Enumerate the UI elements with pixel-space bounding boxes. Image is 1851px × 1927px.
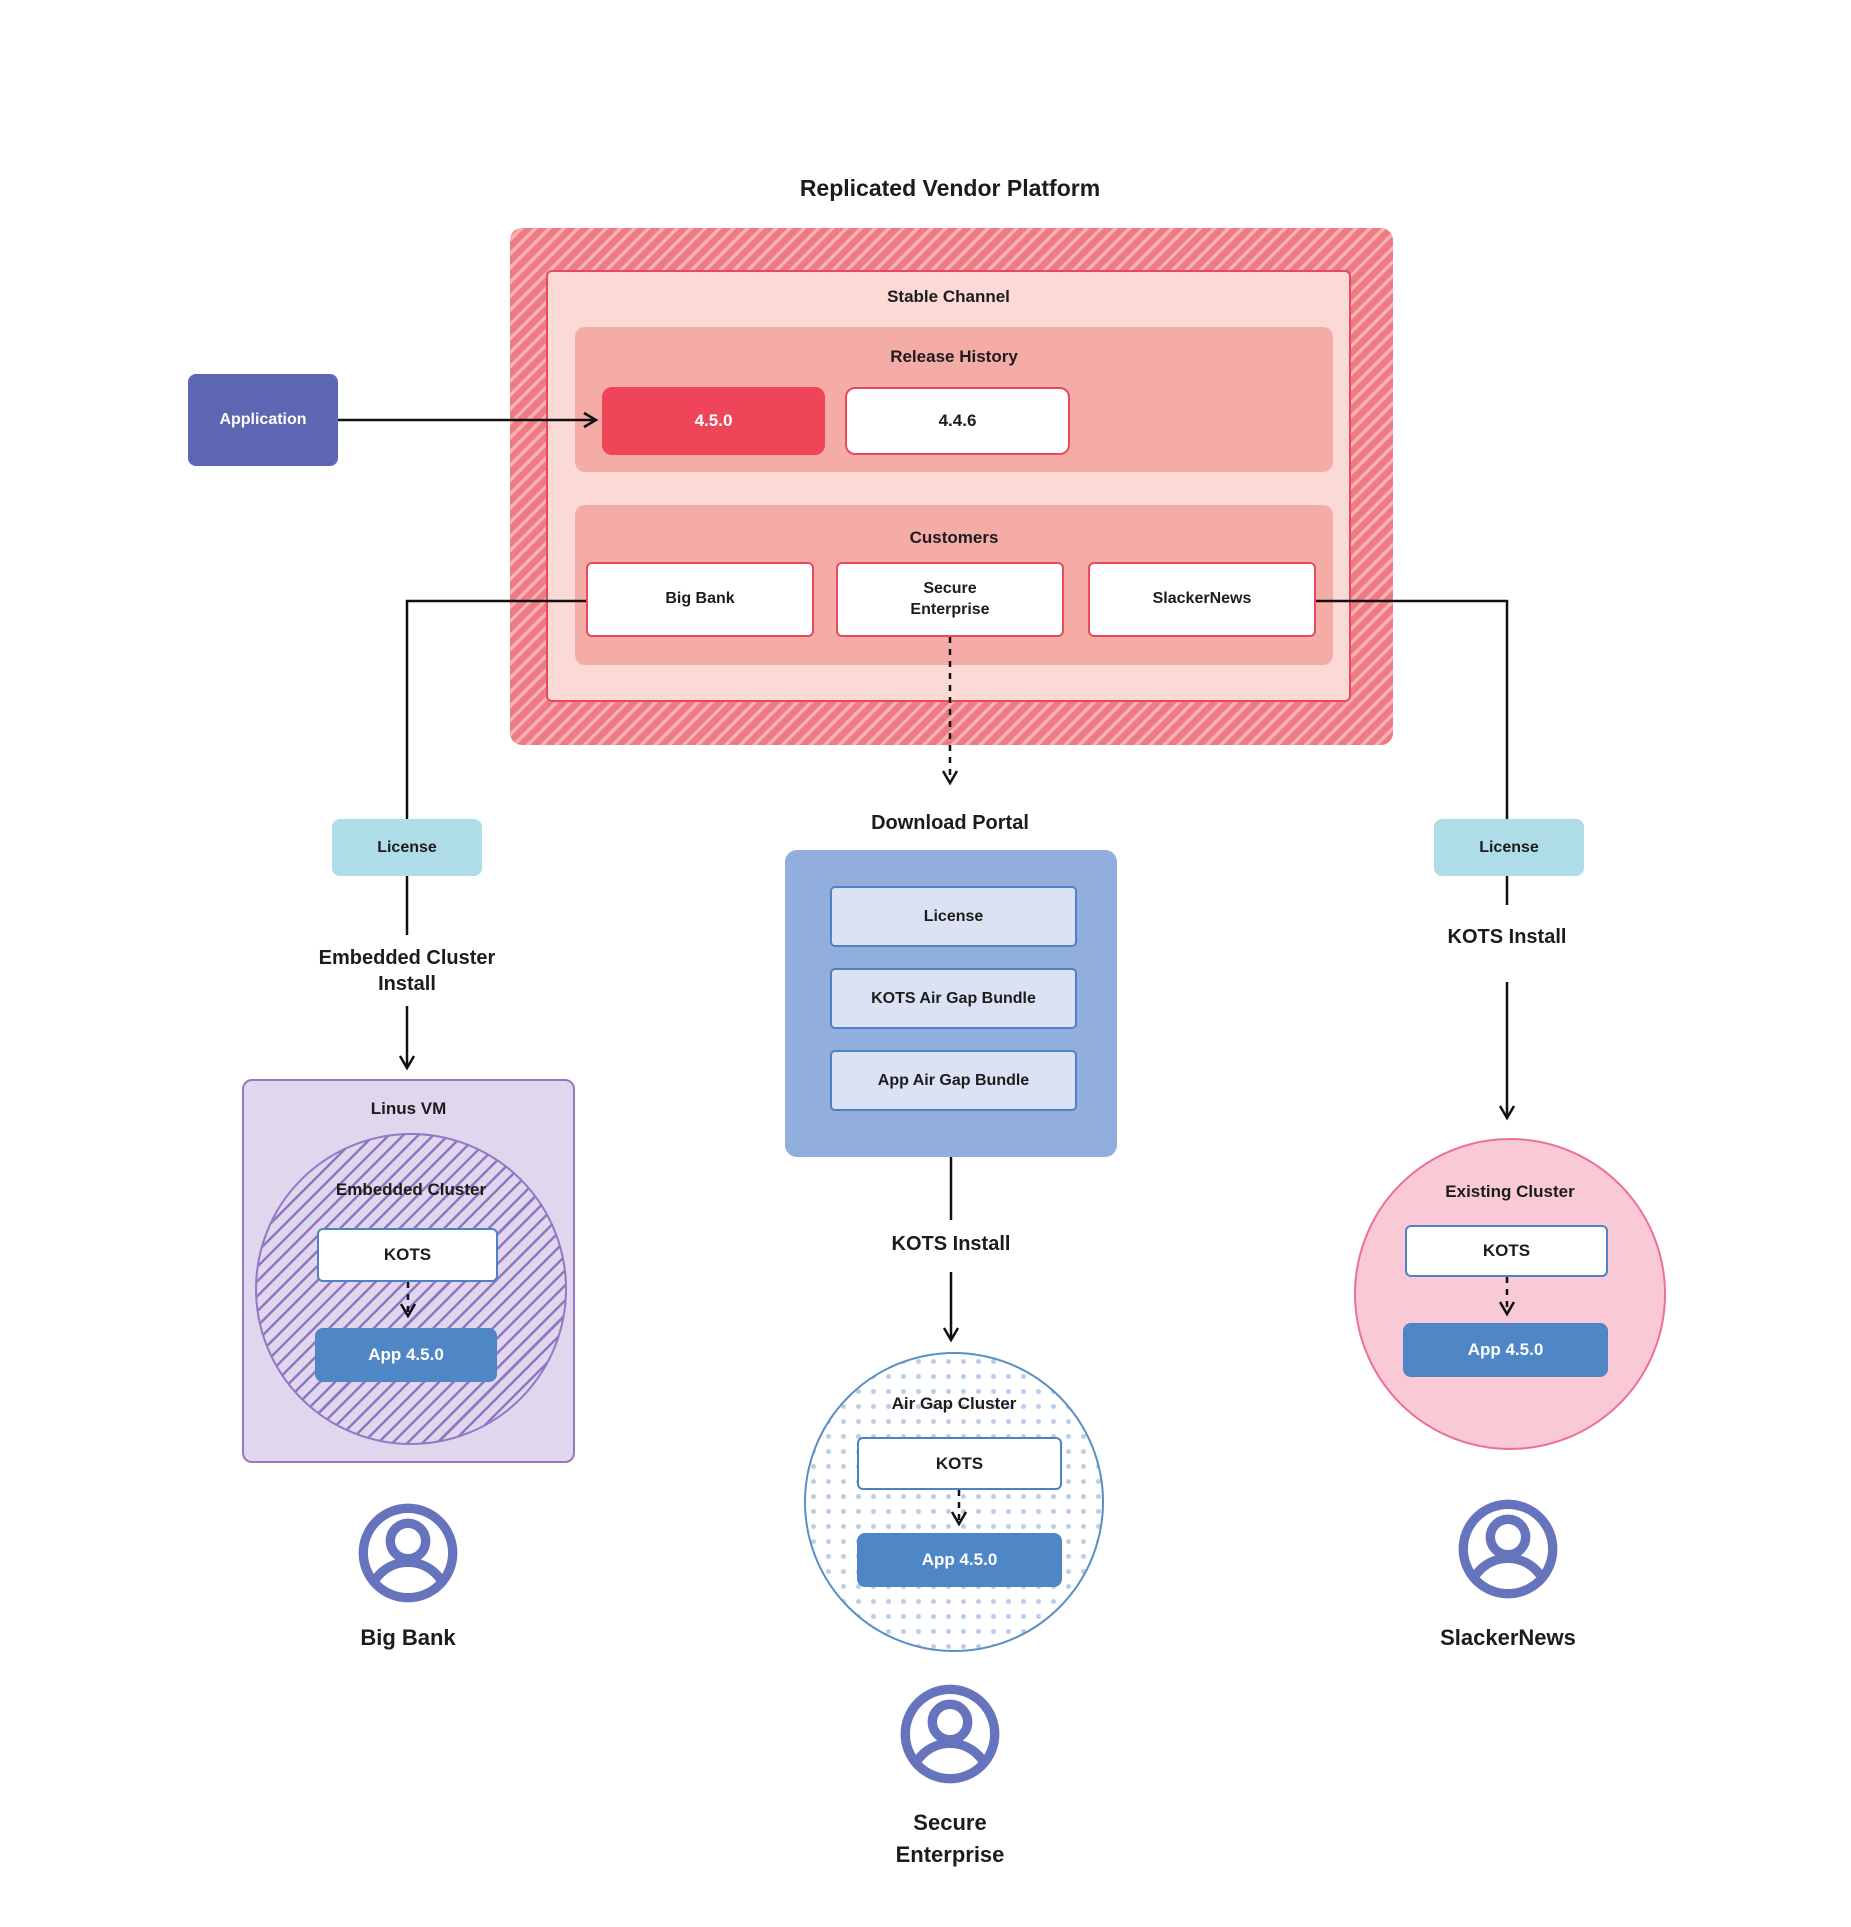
release-4-4-6-box: 4.4.6 — [845, 387, 1070, 455]
big-bank-license-box: License — [332, 819, 482, 876]
customer-big-bank-label: Big Bank — [665, 590, 735, 608]
existing-cluster-label: Existing Cluster — [1445, 1182, 1575, 1201]
secure-enterprise-user-icon — [898, 1682, 1002, 1786]
slackernews-license-box: License — [1434, 819, 1584, 876]
customer-big-bank-box: Big Bank — [586, 562, 814, 637]
person-icon — [356, 1501, 460, 1605]
person-icon — [1456, 1497, 1560, 1601]
customers-label: Customers — [909, 528, 999, 547]
release-history-label: Release History — [890, 347, 1018, 366]
portal-app-air-gap-bundle-box: App Air Gap Bundle — [830, 1050, 1077, 1111]
slackernews-user-icon — [1456, 1497, 1560, 1601]
embedded-cluster-circle — [255, 1133, 567, 1445]
existing-cluster-circle — [1354, 1138, 1666, 1450]
slackernews-kots-box: KOTS — [1405, 1225, 1608, 1277]
secure-enterprise-kots-box: KOTS — [857, 1437, 1062, 1490]
slackernews-app-box: App 4.5.0 — [1403, 1323, 1608, 1377]
secure-enterprise-app-box: App 4.5.0 — [857, 1533, 1062, 1587]
big-bank-kots-box: KOTS — [317, 1228, 498, 1282]
slackernews-user-label: SlackerNews — [1440, 1625, 1576, 1651]
big-bank-app-box: App 4.5.0 — [315, 1328, 497, 1382]
slackernews-kots-install-label: KOTS Install — [1447, 925, 1567, 948]
secure-enterprise-user-label: Secure Enterprise — [895, 1810, 1005, 1867]
stable-channel-label: Stable Channel — [887, 287, 1010, 306]
application-box: Application — [188, 374, 338, 466]
linus-vm-label: Linus VM — [370, 1099, 447, 1118]
secure-enterprise-kots-install-label: KOTS Install — [891, 1232, 1011, 1255]
air-gap-cluster-label: Air Gap Cluster — [891, 1394, 1017, 1413]
portal-kots-air-gap-bundle-box: KOTS Air Gap Bundle — [830, 968, 1077, 1029]
customer-secure-enterprise-label: Secure Enterprise — [910, 579, 990, 618]
diagram-title: Replicated Vendor Platform — [799, 174, 1101, 201]
embedded-cluster-label: Embedded Cluster — [335, 1180, 487, 1199]
customer-slackernews-label: SlackerNews — [1152, 590, 1252, 608]
air-gap-cluster-circle — [804, 1352, 1104, 1652]
customer-slackernews-box: SlackerNews — [1088, 562, 1316, 637]
big-bank-user-label: Big Bank — [360, 1625, 456, 1651]
download-portal-box: License KOTS Air Gap Bundle App Air Gap … — [785, 850, 1117, 1157]
portal-license-box: License — [830, 886, 1077, 947]
download-portal-label: Download Portal — [871, 811, 1029, 834]
person-icon — [898, 1682, 1002, 1786]
embedded-cluster-install-label: Embedded Cluster Install — [318, 946, 496, 995]
release-4-5-0-box: 4.5.0 — [602, 387, 825, 455]
customer-secure-enterprise-box: Secure Enterprise — [836, 562, 1064, 637]
big-bank-user-icon — [356, 1501, 460, 1605]
